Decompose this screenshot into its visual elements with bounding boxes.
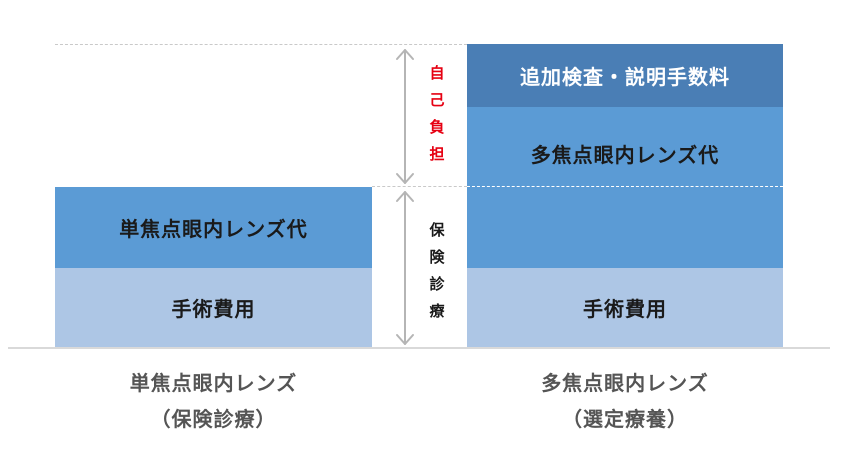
left-surgery-cost-block: 手術費用 [55, 268, 372, 347]
left-caption-title: 単焦点眼内レンズ [129, 371, 298, 395]
left-surgery-cost-label: 手術費用 [171, 297, 256, 321]
mid-guide-line [372, 186, 467, 187]
baseline [8, 347, 830, 349]
right-caption: 多焦点眼内レンズ （選定療養） [467, 365, 783, 437]
right-surgery-cost-label: 手術費用 [583, 297, 667, 321]
additional-exam-fee-label: 追加検査・説明手数料 [520, 65, 730, 89]
insurance-arrow-head-down [396, 334, 414, 345]
mid-guide-line-inner [467, 186, 783, 187]
right-caption-title: 多焦点眼内レンズ [541, 371, 709, 395]
insurance-arrow-head-up [396, 191, 414, 202]
self-pay-label: 自 己 負 担 [429, 64, 445, 163]
multifocal-lens-cost-block: 多焦点眼内レンズ代 [467, 107, 783, 268]
right-caption-subtitle: （選定療養） [562, 407, 688, 431]
self-pay-arrow-head-down [396, 173, 414, 184]
monofocal-lens-cost-block: 単焦点眼内レンズ代 [55, 187, 372, 268]
top-guide-line [55, 44, 467, 45]
self-pay-arrow-head-up [396, 49, 414, 60]
left-caption-subtitle: （保険診療） [150, 407, 277, 431]
multifocal-lens-cost-label: 多焦点眼内レンズ代 [530, 143, 720, 167]
insurance-label: 保 険 診 療 [429, 221, 445, 320]
monofocal-lens-cost-label: 単焦点眼内レンズ代 [119, 217, 308, 241]
left-caption: 単焦点眼内レンズ （保険診療） [55, 365, 372, 437]
additional-exam-fee-block: 追加検査・説明手数料 [467, 44, 783, 107]
right-surgery-cost-block: 手術費用 [467, 268, 783, 347]
